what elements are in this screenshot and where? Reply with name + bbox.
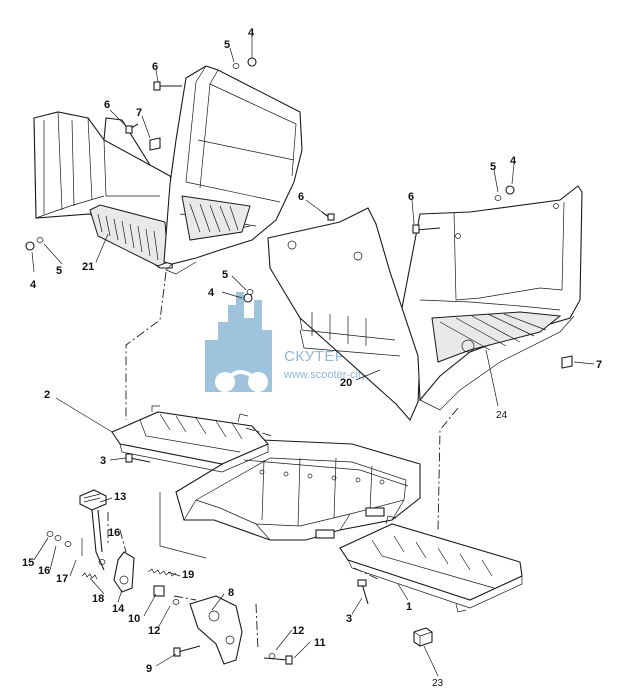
- return-spring-19: [147, 568, 177, 577]
- callout-5-mid: 5: [222, 269, 228, 281]
- callout-11: 11: [314, 637, 326, 649]
- callout-19: 19: [182, 569, 194, 581]
- watermark-url: www.scooter-city.ru: [283, 369, 379, 381]
- right-fender-assembly: [267, 185, 583, 422]
- brake-pedal: [79, 489, 107, 571]
- callout-9: 9: [146, 663, 152, 675]
- callout-4-top: 4: [248, 27, 255, 39]
- callout-5-right: 5: [490, 161, 496, 173]
- left-footrest-bracket: [111, 405, 269, 473]
- callout-7-right: 7: [596, 359, 602, 371]
- callout-14: 14: [112, 603, 125, 615]
- callout-20: 20: [340, 377, 352, 389]
- callout-3-right: 3: [346, 613, 352, 625]
- callout-16-right: 16: [108, 527, 120, 539]
- callout-10: 10: [128, 613, 140, 625]
- callout-16-left: 16: [38, 565, 50, 577]
- callout-23: 23: [432, 678, 444, 689]
- callout-24: 24: [496, 410, 508, 421]
- callout-21: 21: [82, 261, 94, 273]
- left-front-guard: [163, 65, 303, 275]
- callout-labels: 1 2 3 3 4 4 4 4 5 5 5 5 6 6 6 6 7 7 8 9 …: [22, 27, 602, 689]
- callout-12-left: 12: [148, 625, 160, 637]
- brake-lever: [113, 551, 135, 593]
- callout-6-right: 6: [408, 191, 414, 203]
- callout-15: 15: [22, 557, 34, 569]
- callout-6-left: 6: [104, 99, 110, 111]
- callout-13: 13: [114, 491, 126, 503]
- callout-5-top: 5: [224, 39, 230, 51]
- assembly-lines: [107, 271, 459, 651]
- callout-4-left: 4: [30, 279, 37, 291]
- watermark-logo: [205, 292, 272, 392]
- callout-1: 1: [406, 601, 412, 613]
- callout-5-left: 5: [56, 265, 62, 277]
- callout-12-right: 12: [292, 625, 304, 637]
- callout-18: 18: [92, 593, 104, 605]
- brake-arm: [189, 595, 243, 665]
- callout-2: 2: [44, 389, 50, 401]
- left-footrest-assembly: [33, 111, 179, 269]
- spring-17: [81, 572, 98, 580]
- right-footrest-bracket: [339, 515, 523, 613]
- callout-17: 17: [56, 573, 68, 585]
- callout-4-right: 4: [510, 155, 517, 167]
- callout-6-top: 6: [152, 61, 158, 73]
- callout-8: 8: [228, 587, 234, 599]
- callout-3-left: 3: [100, 455, 106, 467]
- frame-assembly: [159, 439, 421, 559]
- fasteners: [25, 57, 573, 665]
- callout-6-mid: 6: [298, 191, 304, 203]
- leader-lines: [31, 36, 595, 677]
- callout-7-left: 7: [136, 107, 142, 119]
- callout-4-mid: 4: [208, 287, 215, 299]
